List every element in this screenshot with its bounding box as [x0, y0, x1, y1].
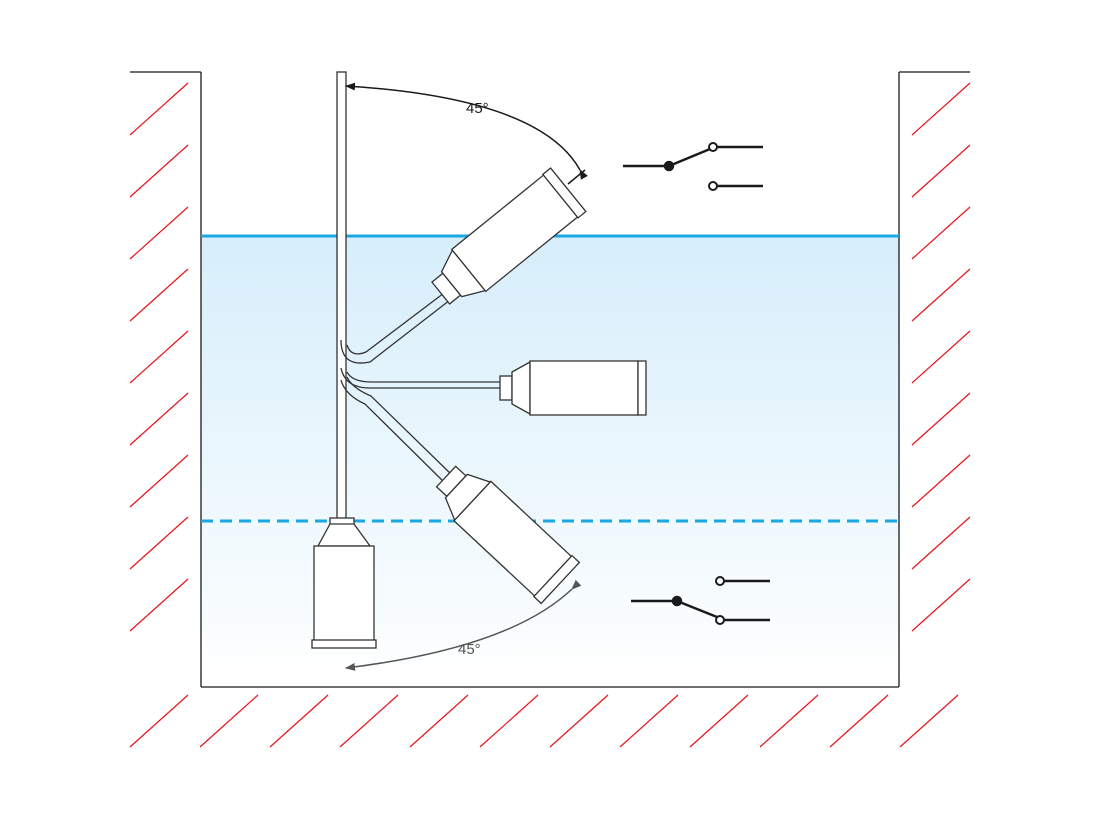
hatch-line — [911, 206, 971, 260]
hatch-line — [911, 268, 971, 322]
hatch-line — [911, 516, 971, 570]
hatch-line — [269, 694, 329, 748]
left-wall-hatch — [129, 82, 189, 632]
float-cables — [340, 292, 500, 487]
hatch-line — [129, 144, 189, 198]
hatch-line — [199, 694, 259, 748]
hatch-line — [899, 694, 959, 748]
right-wall-hatch — [911, 82, 971, 632]
lower-angle-arc — [345, 579, 582, 671]
lower-angle-label: 45° — [458, 641, 481, 658]
upper-angle-arc — [345, 82, 588, 180]
hatch-line — [129, 516, 189, 570]
hatch-line — [129, 454, 189, 508]
hatch-line — [619, 694, 679, 748]
hatch-line — [759, 694, 819, 748]
upper-angle-tick — [567, 169, 586, 185]
hatch-line — [129, 268, 189, 322]
hatch-line — [129, 330, 189, 384]
hatch-line — [479, 694, 539, 748]
hatch-line — [129, 694, 189, 748]
switch-closed-icon — [631, 576, 770, 625]
upper-angle-label: 45° — [466, 100, 489, 117]
hatch-line — [129, 392, 189, 446]
hatch-line — [129, 82, 189, 136]
float-horizontal — [499, 360, 647, 416]
hatch-line — [129, 578, 189, 632]
hatch-line — [339, 694, 399, 748]
hatch-line — [129, 206, 189, 260]
hatch-line — [689, 694, 749, 748]
hatch-line — [549, 694, 609, 748]
hatch-line — [911, 578, 971, 632]
switch-open-icon — [623, 142, 763, 191]
hatch-line — [911, 144, 971, 198]
floor-hatch — [129, 694, 959, 748]
water-body — [201, 236, 899, 687]
hatch-line — [911, 392, 971, 446]
hatch-line — [911, 454, 971, 508]
mounting-rod — [336, 71, 347, 523]
hatch-line — [829, 694, 889, 748]
float-raised — [431, 167, 587, 305]
hatch-line — [911, 330, 971, 384]
hatch-line — [409, 694, 469, 748]
tank-outline — [130, 71, 970, 688]
hatch-line — [911, 82, 971, 136]
